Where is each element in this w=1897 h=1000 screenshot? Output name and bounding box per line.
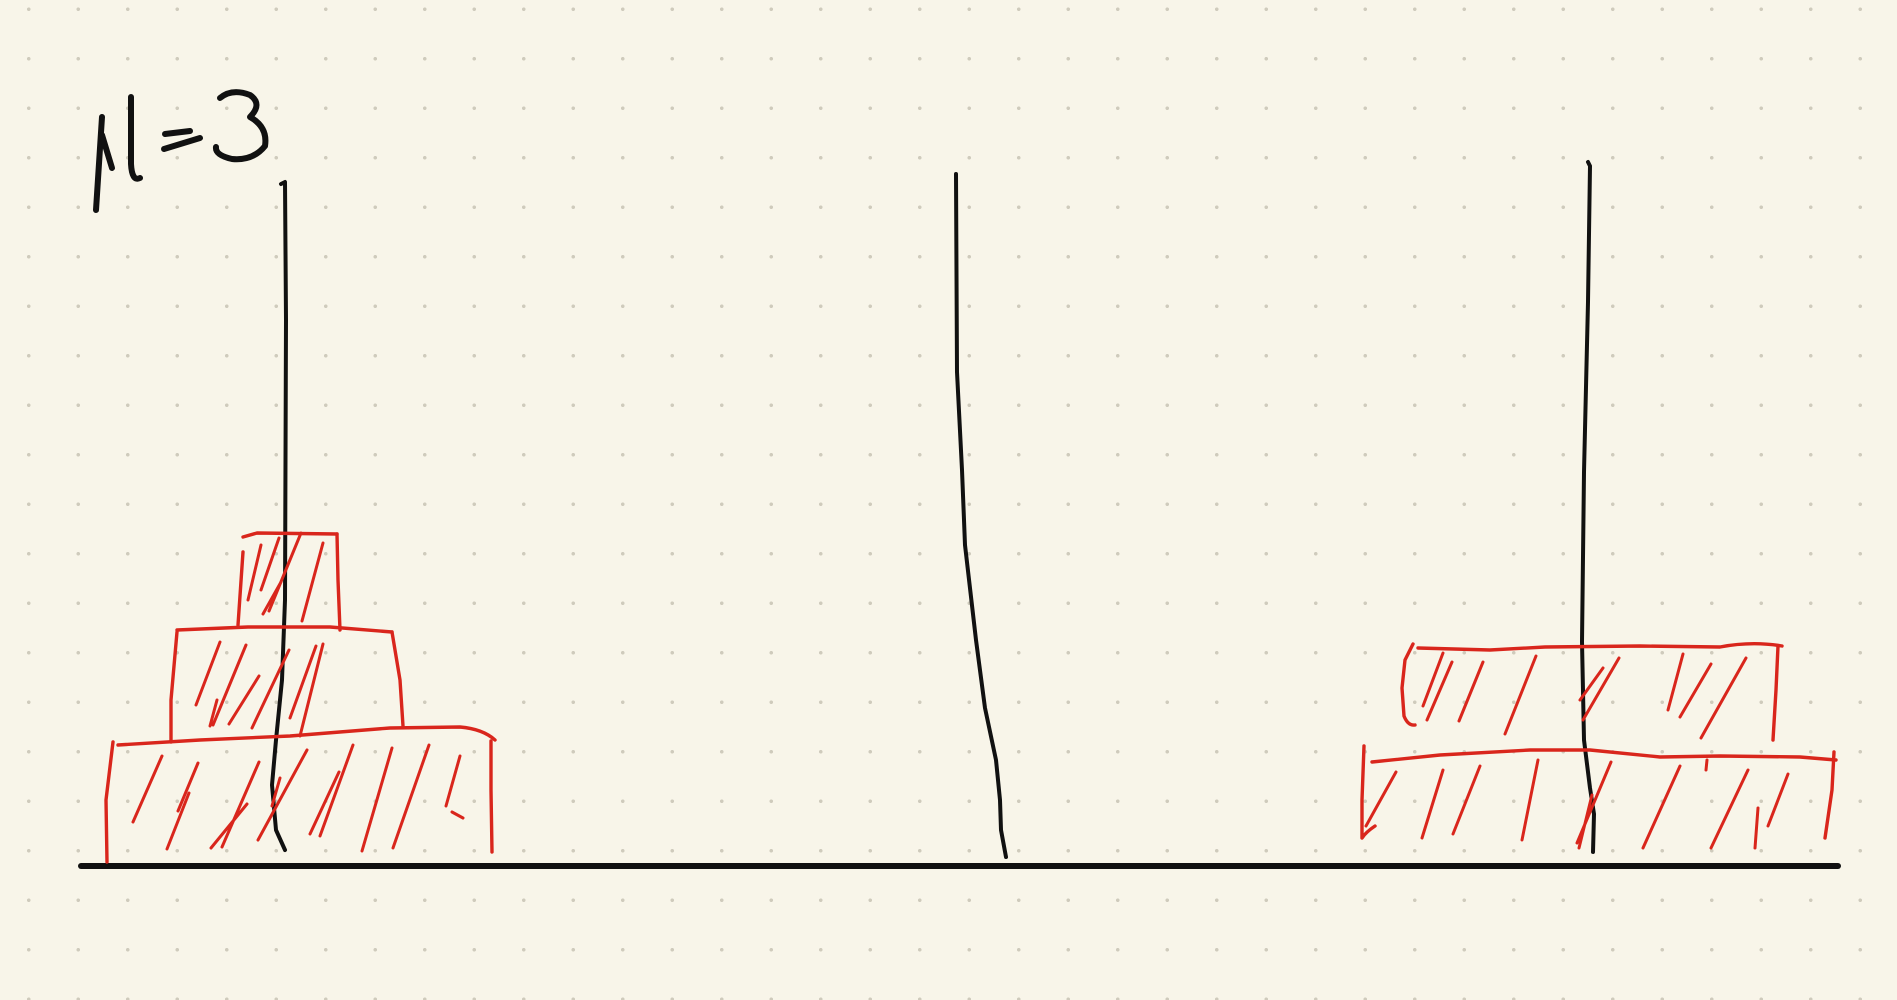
disk-small (236, 531, 342, 632)
n-equals-3-label (93, 89, 269, 213)
disk-large (104, 725, 497, 864)
disk-large-peg3 (1360, 744, 1838, 850)
disk-medium-peg3 (1400, 642, 1784, 742)
peg-middle (954, 172, 1008, 859)
peg-left (270, 180, 288, 852)
disk-medium (169, 625, 405, 744)
